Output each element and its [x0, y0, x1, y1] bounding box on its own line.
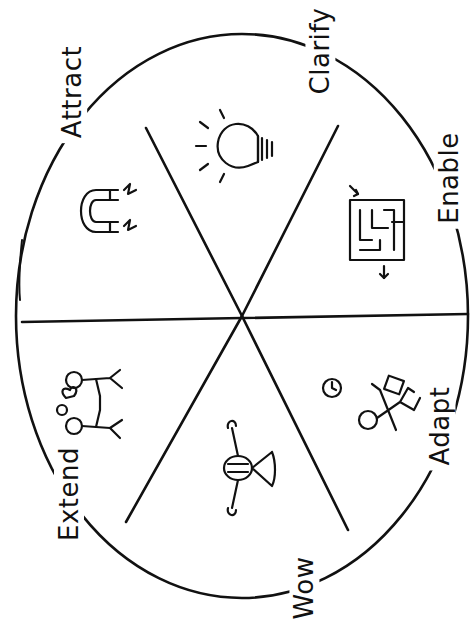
divider — [242, 316, 348, 530]
maze-icon — [350, 186, 404, 278]
runner-icon — [323, 376, 420, 430]
divider — [242, 126, 338, 316]
segment-label: Attract — [57, 41, 87, 143]
magnet-icon — [81, 184, 136, 232]
segment-label: Enable — [434, 127, 464, 229]
wheel-rim — [16, 34, 468, 598]
segment-label: Clarify — [305, 3, 335, 100]
people-icon — [57, 370, 122, 438]
divider — [126, 316, 242, 522]
divider — [146, 128, 242, 316]
segment-label: Wow — [289, 551, 319, 624]
segment-label: Adapt — [425, 382, 455, 471]
rim-double-stroke — [19, 240, 22, 300]
segment-label: Extend — [54, 442, 84, 546]
wow-icon — [224, 421, 275, 515]
bulb-icon — [196, 110, 272, 182]
